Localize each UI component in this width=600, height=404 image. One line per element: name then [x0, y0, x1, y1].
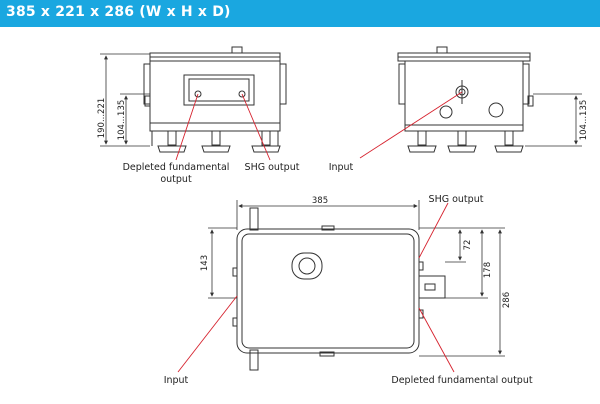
top-dim-left: 143: [200, 255, 210, 271]
top-dim-width: 385: [312, 196, 328, 206]
shg-port: [238, 90, 246, 98]
top-dimensions: [208, 200, 505, 357]
front-dim-inner: 104...135: [117, 100, 127, 141]
label-side-input: Input: [329, 162, 354, 173]
front-body: [149, 60, 281, 124]
front-window: [183, 74, 255, 106]
label-top-input: Input: [164, 375, 189, 386]
side-dim-inner: 104...135: [579, 100, 589, 141]
top-dim-286: 286: [502, 292, 512, 308]
side-input-callout: [359, 91, 463, 159]
side-feet: [407, 130, 524, 153]
top-dim-178: 178: [483, 262, 493, 278]
front-dimensions: [100, 53, 150, 147]
front-callouts: [175, 93, 271, 161]
side-view: [397, 46, 534, 153]
label-top-shg: SHG output: [429, 194, 484, 205]
top-mount-tab: [418, 275, 446, 299]
front-view: [143, 46, 287, 153]
top-lid-port: [291, 252, 323, 280]
side-round-port-2: [488, 102, 504, 118]
label-front-depleted-1: Depleted fundamental: [123, 162, 230, 173]
label-front-depleted-2: output: [160, 174, 192, 185]
top-dim-72: 72: [463, 240, 473, 251]
top-knob: [231, 46, 243, 54]
front-feet: [157, 130, 281, 153]
side-body: [404, 60, 524, 126]
side-dimensions: [525, 93, 582, 147]
title-bar: 385 x 221 x 286 (W x H x D): [0, 0, 600, 27]
label-top-depleted: Depleted fundamental output: [391, 375, 532, 386]
front-dim-height: 190...221: [97, 98, 107, 139]
top-view: [232, 207, 446, 371]
depleted-port: [194, 90, 202, 98]
title: 385 x 221 x 286 (W x H x D): [6, 4, 231, 20]
top-body: [236, 228, 420, 354]
side-round-port-1: [439, 105, 453, 119]
top-callouts: [177, 202, 455, 373]
label-front-shg: SHG output: [245, 162, 300, 173]
